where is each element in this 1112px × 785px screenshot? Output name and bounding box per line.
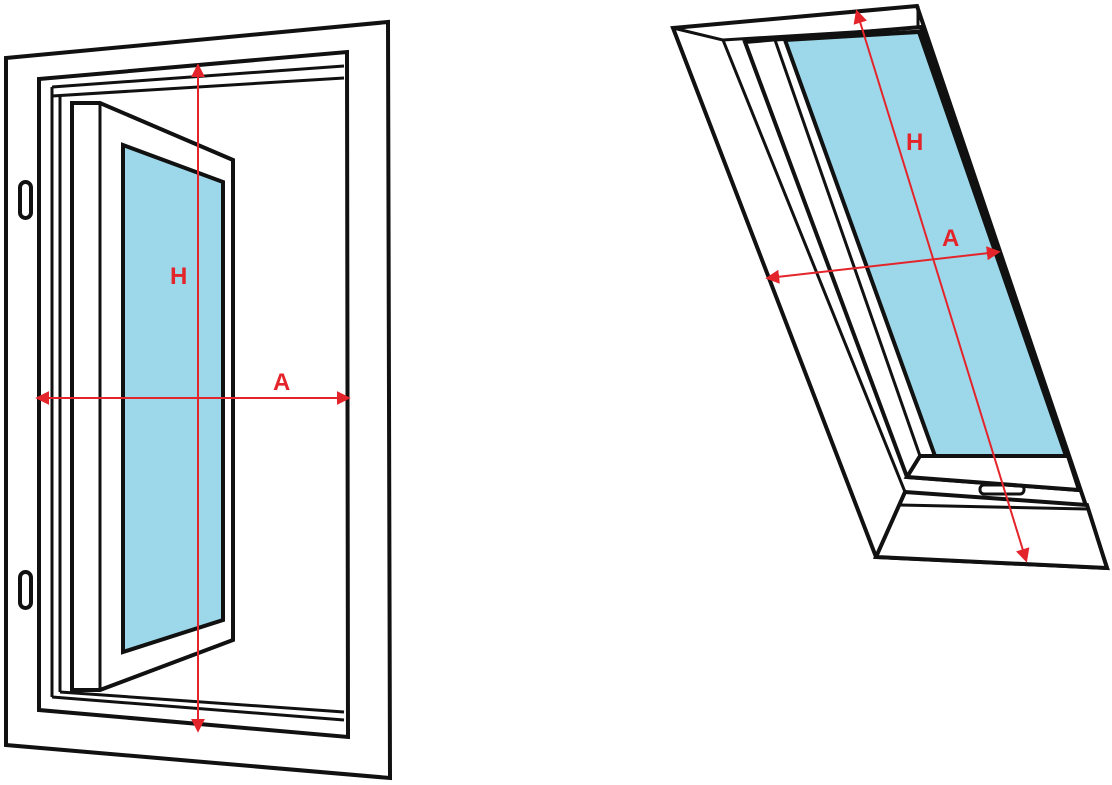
roof-bottom-sill: [872, 489, 1110, 571]
right-width-label: A: [942, 225, 959, 252]
dimension-lines: [35, 9, 1030, 733]
left-width-label: A: [273, 369, 290, 396]
hinge-bottom: [18, 570, 33, 610]
right-height-dimension: [853, 9, 1030, 563]
dimension-labels: H A H A: [170, 129, 959, 396]
hinge-top: [18, 180, 33, 220]
roof-window: [670, 3, 1110, 571]
right-width-dimension: [765, 246, 1001, 284]
left-height-label: H: [170, 263, 187, 290]
right-height-label: H: [906, 129, 923, 156]
